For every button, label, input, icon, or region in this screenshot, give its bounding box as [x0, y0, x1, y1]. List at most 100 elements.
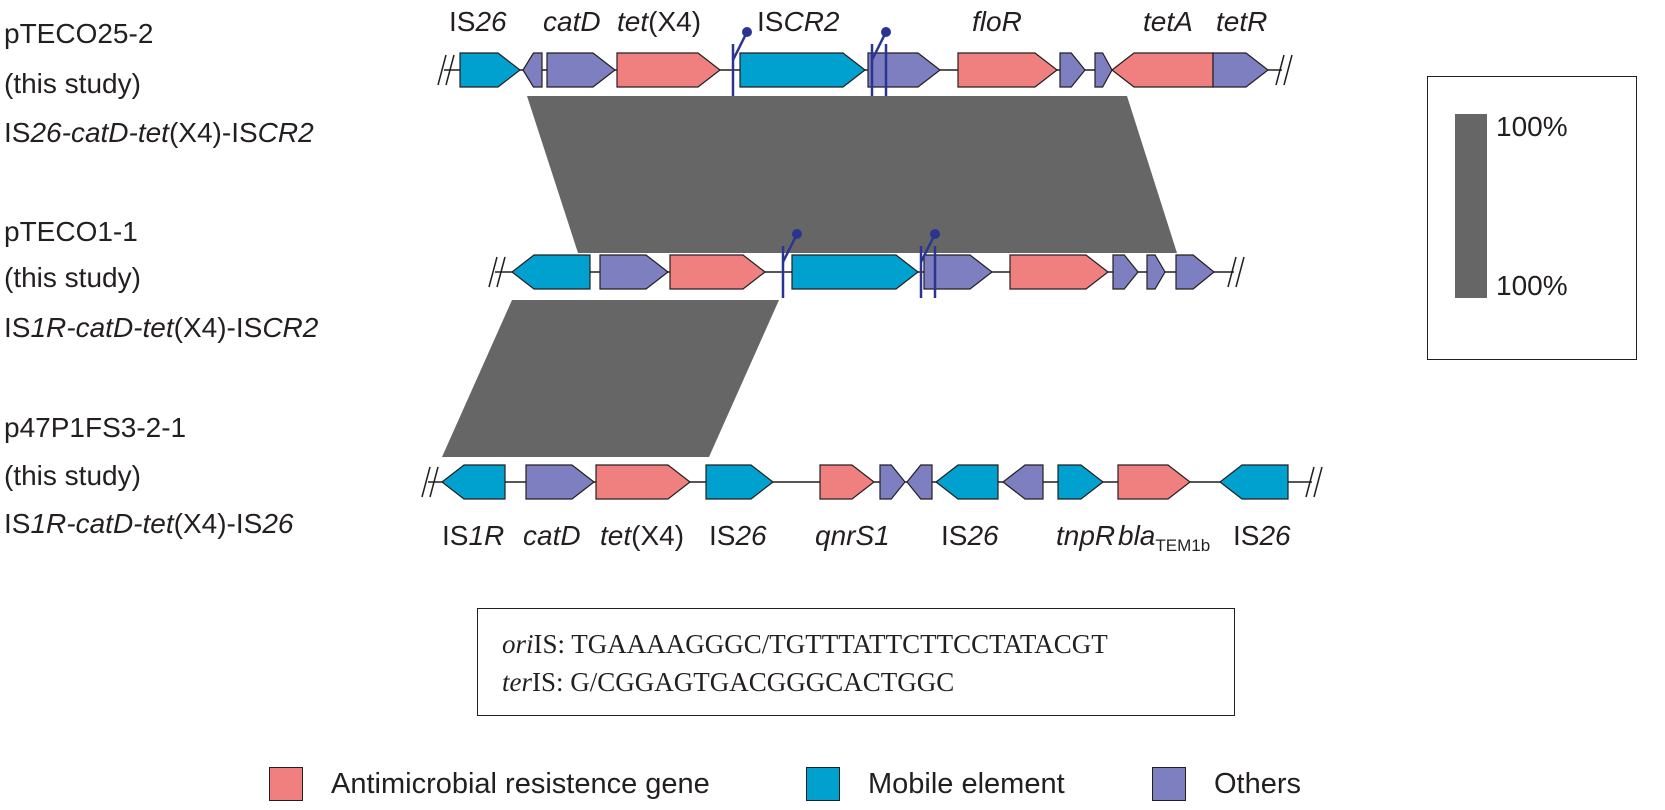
gene-label-is1r-bottom: IS1R: [442, 520, 504, 552]
gene-label-teta-top: tetA: [1143, 6, 1193, 38]
gene-label-is26-top: IS26: [449, 6, 507, 38]
label-part: (X4)-IS: [168, 117, 258, 148]
gene-is26-t3-b: [935, 464, 999, 500]
break-mark: [437, 54, 447, 86]
label-part: IS: [4, 508, 31, 539]
gene-others-t1-b: [1059, 52, 1086, 88]
gene-label-tnpr-bottom: tnpR: [1056, 520, 1115, 552]
legend-others-label: Others: [1214, 767, 1302, 800]
gene-tetr-t1: [1212, 52, 1269, 88]
label-part: CR2: [783, 6, 840, 37]
break-mark: [445, 54, 455, 86]
gene-tetx4-t2: [669, 254, 766, 290]
gene-label-tetx4-top: tet(X4): [617, 6, 701, 38]
break-mark: [1275, 54, 1285, 86]
ori-sequence: TGAAAAGGGC/TGTTTATTCTTCCTATACGT: [571, 629, 1108, 659]
label-part: CR2: [262, 312, 319, 343]
pin-t1-b-stem: [870, 31, 888, 61]
label-part: qnrS1: [815, 520, 890, 551]
break-mark: [1227, 256, 1237, 288]
break-mark: [496, 256, 506, 288]
label-part: (X4): [648, 6, 702, 37]
gene-label-flor-top: floR: [972, 6, 1022, 38]
homology-block-2: [442, 300, 779, 457]
label-part: 1R: [468, 520, 505, 551]
track-3-name: p47P1FS3-2-1: [4, 412, 187, 443]
gene-label-blatem1b-bottom: blaTEM1b: [1118, 520, 1210, 562]
track-2-name: pTECO1-1: [4, 216, 138, 247]
gene-catd-t3: [525, 464, 595, 500]
label-part: catD: [543, 6, 601, 37]
label-part: IS: [449, 6, 476, 37]
gene-is26-t1: [459, 52, 521, 88]
gene-layer: [441, 52, 1289, 500]
ter-suffix: IS:: [532, 667, 571, 697]
label-part: IS: [709, 520, 736, 551]
gene-small-t1: [522, 52, 543, 88]
track-3-note: (this study): [4, 460, 141, 491]
gene-others-t3-a: [879, 464, 906, 500]
legend-resistance-label: Antimicrobial resistence gene: [331, 767, 710, 800]
label-part: 26: [262, 508, 294, 539]
break-mark: [429, 466, 439, 498]
pin-t1-a-stem: [731, 31, 749, 61]
gene-label-is26-bottom-1: IS26: [709, 520, 767, 552]
ter-sequence: G/CGGAGTGACGGGCACTGGC: [570, 667, 955, 697]
label-part: (X4)-IS: [173, 312, 263, 343]
pin-layer: [731, 27, 940, 298]
label-part: tet: [600, 520, 632, 551]
gene-label-catd-bottom: catD: [523, 520, 581, 552]
gene-others-t2-a: [923, 254, 993, 290]
label-part: floR: [972, 6, 1022, 37]
label-part: IS: [941, 520, 968, 551]
gene-is26-t3-a: [705, 464, 774, 500]
gene-others-t1-c: [1094, 52, 1113, 88]
break-mark: [1313, 466, 1323, 498]
legend-resistance: Antimicrobial resistence gene: [269, 766, 710, 802]
gene-label-catd-top: catD: [543, 6, 601, 38]
ori-prefix: ori: [502, 629, 534, 659]
legend-others-swatch: [1152, 767, 1186, 801]
label-part: tetA: [1143, 6, 1193, 37]
gene-qnrs1-t3: [819, 464, 875, 500]
label-part: IS: [4, 117, 31, 148]
gene-label-is26-bottom-3: IS26: [1233, 520, 1291, 552]
label-part: (X4): [631, 520, 685, 551]
label-part: 26: [735, 520, 767, 551]
track-3-structure: IS1R-catD-tet(X4)-IS26: [4, 508, 293, 540]
label-part: IS: [757, 6, 784, 37]
pin-t2-b-head: [930, 229, 940, 239]
gene-label-iscr2-top: ISCR2: [757, 6, 839, 38]
label-part: tet: [617, 6, 649, 37]
gene-teta-t1: [1111, 52, 1214, 88]
label-part: tnpR: [1056, 520, 1116, 551]
break-mark: [1283, 54, 1293, 86]
label-part: 26: [967, 520, 999, 551]
gene-others-t1-a: [867, 52, 941, 88]
ori-suffix: IS:: [533, 629, 572, 659]
label-part: TEM1b: [1155, 536, 1211, 555]
gene-blatem1b-t3: [1117, 464, 1191, 500]
gene-others-t2-b: [1112, 254, 1139, 290]
gene-flor-t2: [1009, 254, 1109, 290]
gene-is1r-t2: [511, 254, 591, 290]
label-part: (X4)-IS: [173, 508, 263, 539]
label-part: 1R-catD-tet: [30, 508, 174, 539]
label-part: 26: [475, 6, 507, 37]
label-part: bla: [1118, 520, 1156, 551]
track-2-note: (this study): [4, 262, 141, 293]
legend-mobile: Mobile element: [806, 766, 1065, 802]
gene-others-t3-c: [1002, 464, 1044, 500]
track-2-structure: IS1R-catD-tet(X4)-ISCR2: [4, 312, 318, 344]
gene-catd-t2: [599, 254, 669, 290]
track-1-note: (this study): [4, 68, 141, 99]
gene-others-t2-c: [1146, 254, 1166, 290]
ter-prefix: ter: [502, 667, 532, 697]
break-mark: [1305, 466, 1315, 498]
legend-others: Others: [1152, 766, 1301, 802]
break-mark: [421, 466, 431, 498]
label-part: catD: [523, 520, 581, 551]
track-1-structure: IS26-catD-tet(X4)-ISCR2: [4, 117, 314, 149]
label-part: 26-catD-tet: [30, 117, 169, 148]
